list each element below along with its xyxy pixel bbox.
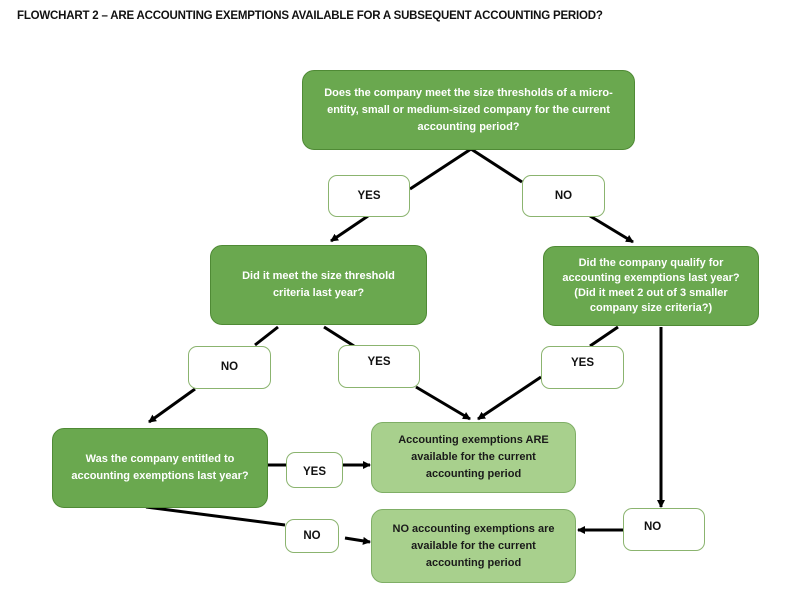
label-yes-q4: YES — [286, 452, 343, 488]
label-yes-q1: YES — [328, 175, 410, 217]
decision-qualified-last-year: Did the company qualify for accounting e… — [543, 246, 759, 326]
label-no-q4: NO — [285, 519, 339, 553]
arrow-q3yes-to-outcome-yes — [477, 375, 542, 421]
decision-entitled-last-year: Was the company entitled to accounting e… — [52, 428, 268, 508]
label-no-q2: NO — [188, 346, 271, 389]
outcome-no-exemptions: NO accounting exemptions are available f… — [371, 509, 576, 583]
arrow-no-to-q4 — [148, 387, 196, 424]
flowchart-title: FLOWCHART 2 – ARE ACCOUNTING EXEMPTIONS … — [17, 10, 603, 22]
connector-q4-no — [145, 505, 286, 527]
label-no-q1: NO — [522, 175, 605, 217]
arrow-yes-to-q2 — [330, 214, 369, 243]
arrow-no-to-outcome-no-2 — [344, 536, 371, 545]
label-yes-q2: YES — [338, 345, 420, 388]
arrow-no-to-q3 — [589, 214, 634, 244]
connector-q1-yes — [409, 147, 472, 191]
label-no-q3: NO — [623, 508, 705, 551]
label-yes-q3: YES — [541, 346, 624, 389]
connector-q1-no — [470, 147, 523, 184]
decision-size-thresholds-current: Does the company meet the size threshold… — [302, 70, 635, 150]
outcome-exemptions-available: Accounting exemptions ARE available for … — [371, 422, 576, 493]
arrow-yes-to-outcome-yes — [415, 385, 471, 421]
connector-q3-yes — [589, 325, 619, 348]
connector-q2-no — [254, 325, 279, 347]
connector-q2-yes — [323, 325, 355, 348]
decision-size-threshold-last-year: Did it meet the size threshold criteria … — [210, 245, 427, 325]
